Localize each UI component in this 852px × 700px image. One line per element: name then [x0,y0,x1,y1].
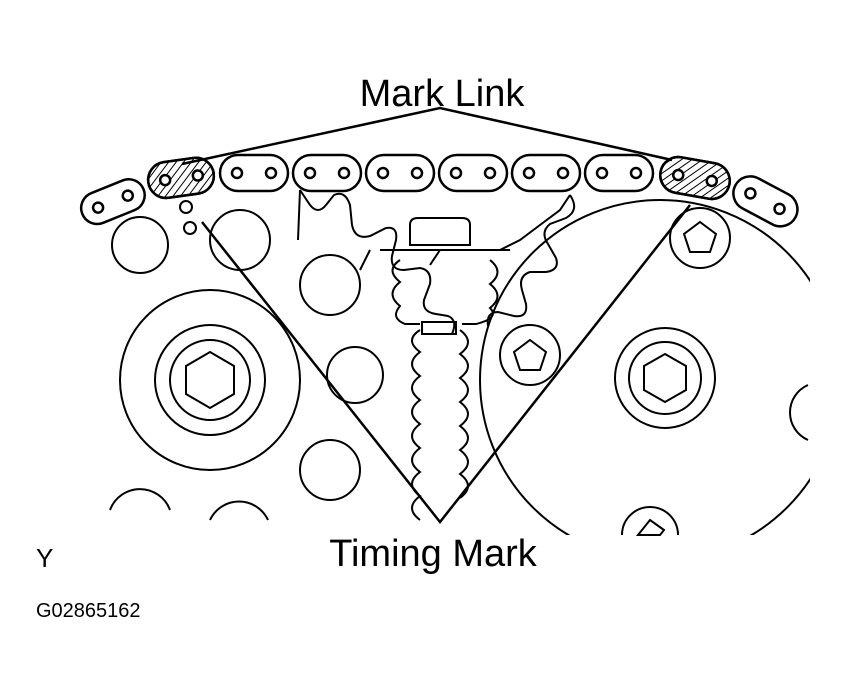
corner-letter: Y [36,543,53,573]
mark-link-label: Mark Link [360,73,526,115]
left-idler-sprocket [119,289,301,471]
left-gear-teeth [297,189,571,271]
timing-mark-label: Timing Mark [329,533,538,575]
left-hex-bolt-icon [185,350,235,410]
right-top-pentagon-bolt-icon [682,220,718,253]
right-hex-bolt-icon [643,352,687,404]
center-zigzag-teeth-right [458,329,469,499]
tensioner-body [380,249,510,325]
leader-lines [181,106,691,525]
tensioner-tip [421,321,457,335]
mark-link-right [659,155,731,201]
timing-chain [79,153,799,228]
timing-dot-upper [179,200,193,214]
chain-link [510,153,582,193]
chain-link [437,153,509,193]
right-mid-pentagon-bolt-icon [512,338,548,371]
tensioner-head [409,217,471,246]
chain-link [218,153,290,193]
center-gear-teeth [299,189,456,335]
figure-code: G02865162 [36,600,141,622]
gear-teeth-right [486,194,576,327]
chain-link [291,153,363,193]
chain-link [364,153,436,193]
left-sprocket-holes [109,209,384,521]
mark-link-left [146,156,216,200]
chain-link-right-end [732,175,799,228]
chain-link [583,153,655,193]
chain-link-left-end [79,178,146,226]
right-cam-sprocket [479,199,810,535]
timing-mark-leader [201,204,691,525]
mark-link-leader [181,106,673,166]
right-sprocket-details [499,207,809,536]
timing-dot-lower [183,221,197,235]
